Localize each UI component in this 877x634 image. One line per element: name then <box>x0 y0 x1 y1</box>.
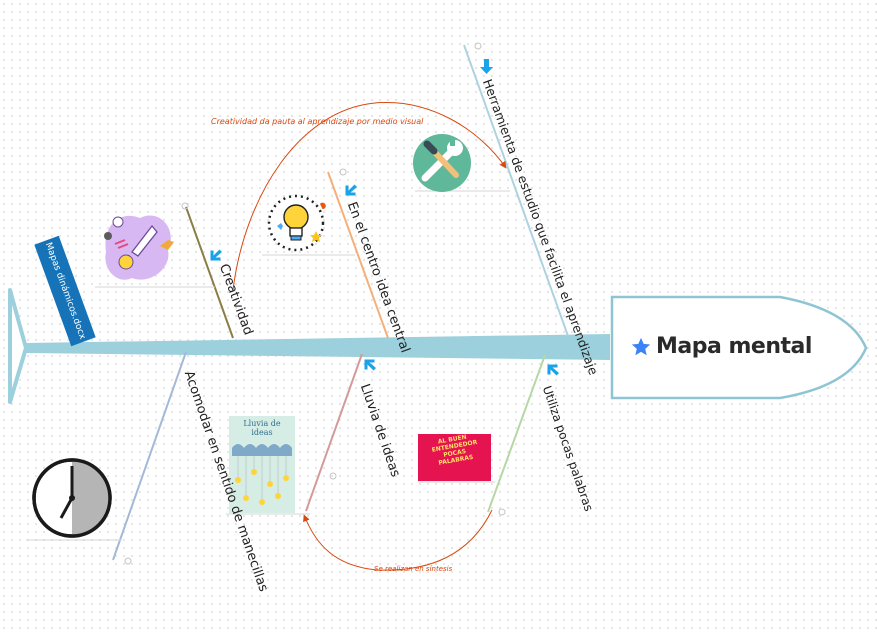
central-topic-label: Mapa mental <box>656 334 812 359</box>
collapse-toggle-icon[interactable] <box>181 202 189 210</box>
star-icon <box>631 337 651 355</box>
collapse-toggle-icon[interactable] <box>124 557 132 565</box>
branch-line-lluvia[interactable] <box>305 353 363 512</box>
clock-icon <box>32 458 112 538</box>
branch-line-creatividad[interactable] <box>185 206 234 339</box>
pocas-palabras-image <box>418 434 491 481</box>
collapse-toggle-icon[interactable] <box>474 42 482 50</box>
relationship-curve-sintesis[interactable] <box>303 509 493 571</box>
collapse-toggle-icon[interactable] <box>339 168 347 176</box>
branch-line-centro[interactable] <box>327 171 389 339</box>
collapse-toggle-icon[interactable] <box>498 508 506 516</box>
lightbulb-icon <box>267 194 326 252</box>
diag-arrow-icon <box>345 184 357 196</box>
idea-rain-image <box>229 416 295 513</box>
diag-arrow-icon <box>547 364 559 376</box>
relationship-curve-creatividad[interactable] <box>232 101 507 291</box>
relationship-label-creatividad[interactable]: Creatividad da pauta al aprendizaje por … <box>211 117 424 126</box>
idea-rain-title: Lluvia de ideas <box>243 419 281 437</box>
central-topic-shape[interactable] <box>610 295 868 400</box>
central-topic[interactable]: Mapa mental <box>630 334 812 359</box>
branch-line-utiliza[interactable] <box>487 354 546 513</box>
tools-icon <box>413 134 471 192</box>
creative-rocket-icon <box>104 215 174 280</box>
diag-arrow-icon <box>210 249 222 261</box>
diag-arrow-icon <box>364 359 376 371</box>
branch-arrow-icons <box>210 59 559 376</box>
fish-tail <box>8 288 28 404</box>
branch-line-acomodar[interactable] <box>112 351 187 561</box>
collapse-toggle-icon[interactable] <box>329 472 337 480</box>
down-arrow-icon <box>480 59 493 74</box>
relationship-label-sintesis[interactable]: Se realizan en síntesis <box>374 565 453 573</box>
branch-line-herramienta[interactable] <box>463 44 569 337</box>
fish-spine <box>26 334 610 360</box>
